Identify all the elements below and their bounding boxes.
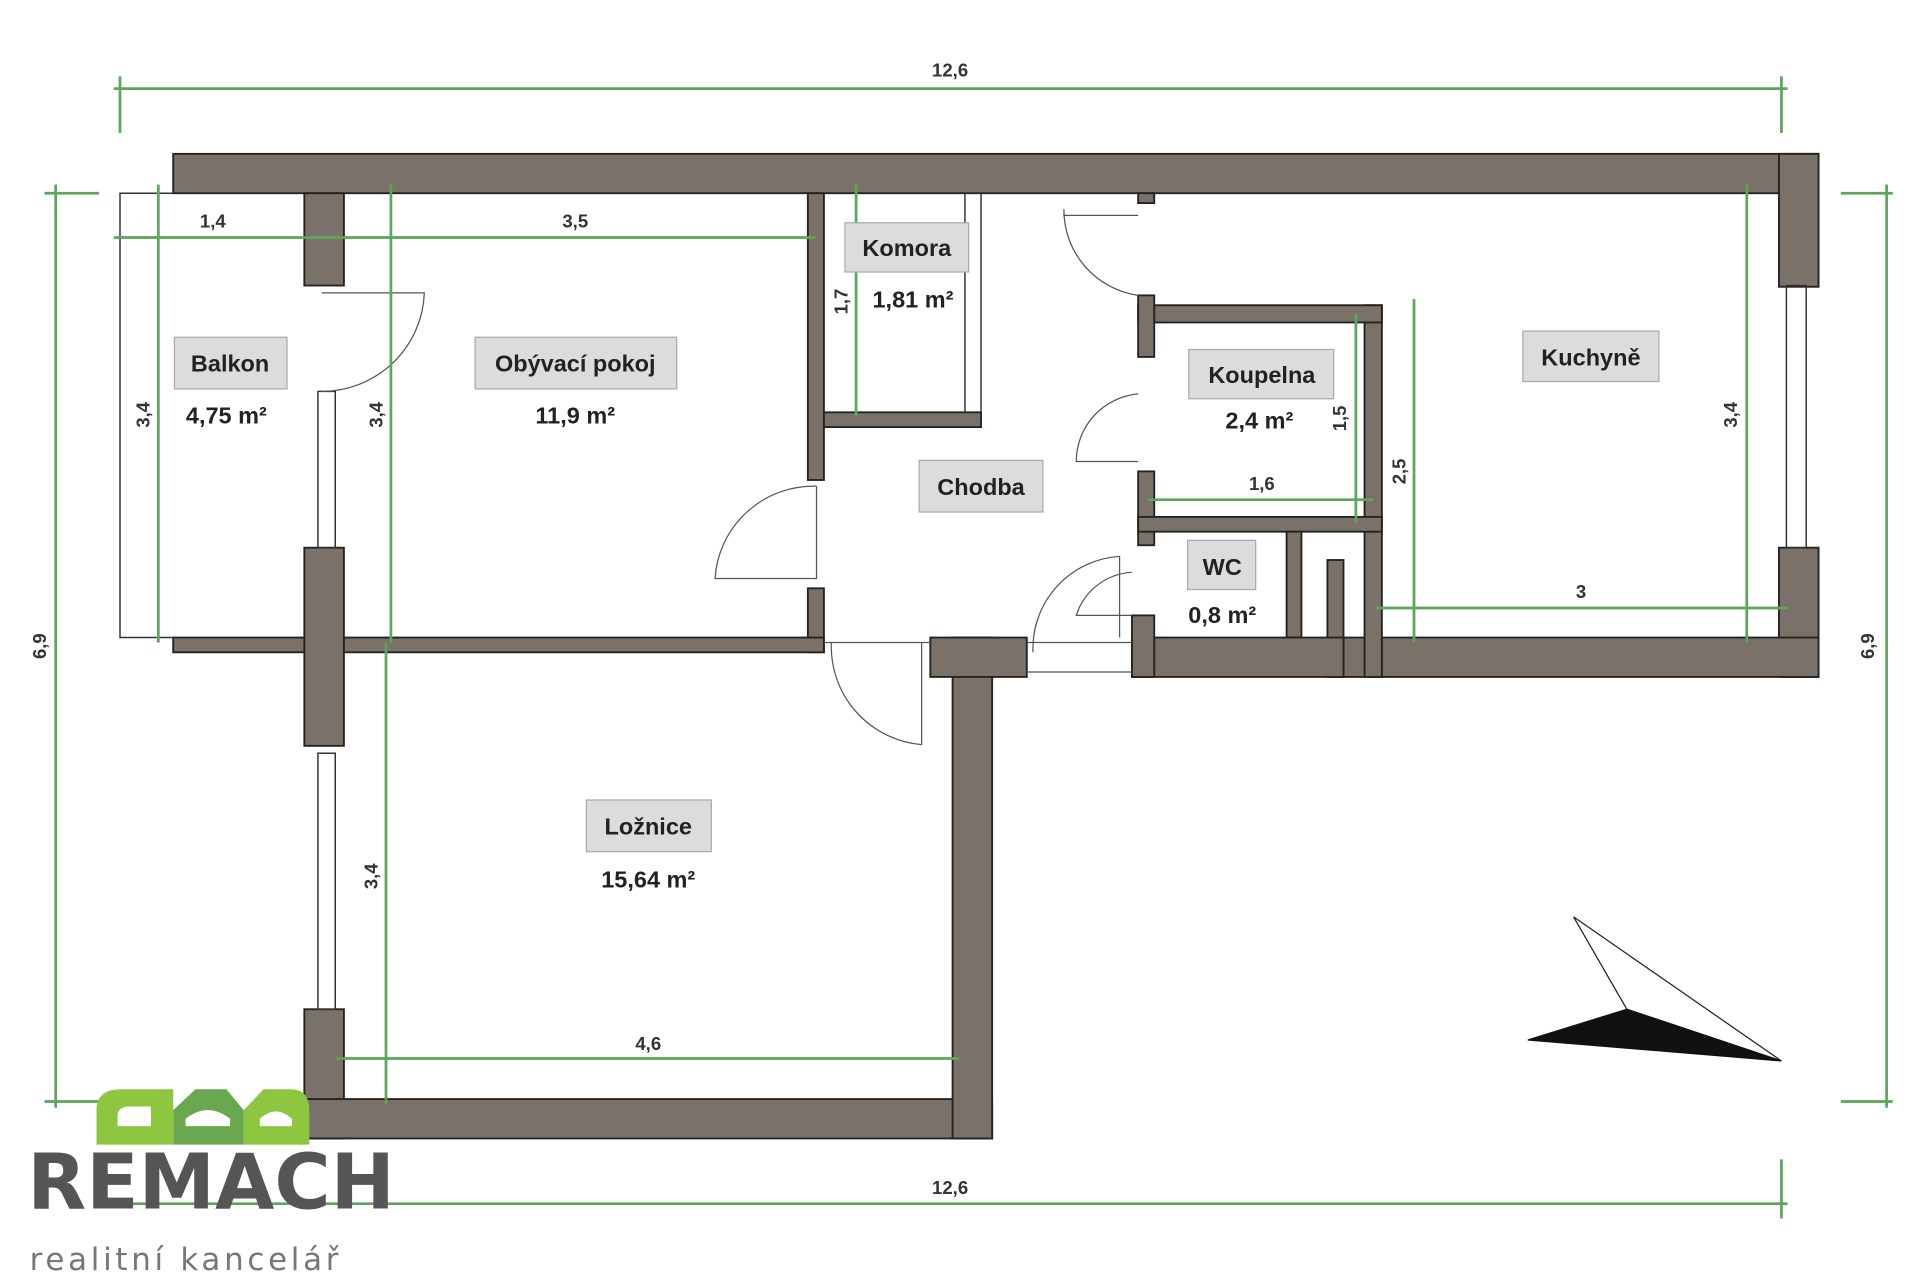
dim-bottom-total: 12,6 [932,1177,968,1198]
doors [321,209,1139,746]
room-name: Ložnice [605,814,692,840]
room-koupelna: Koupelna 2,4 m² [1188,348,1335,433]
room-name: Chodba [937,474,1025,500]
dim-top-total: 12,6 [932,59,968,80]
north-arrow-icon [1527,916,1782,1062]
dim-right-total: 6,9 [1857,633,1878,659]
dim-komora-height: 1,7 [830,289,851,315]
room-name: WC [1203,554,1242,580]
dim-balkon-width: 1,4 [200,211,226,232]
room-komora: Komora 1,81 m² [844,222,970,313]
dim-kuchyne-width: 3 [1576,581,1586,602]
room-name: Obývací pokoj [495,351,656,377]
room-obyvaci-pokoj: Obývací pokoj 11,9 m² [474,336,678,428]
dim-obyvaci-height: 3,4 [365,401,386,427]
room-chodba: Chodba [918,459,1044,513]
room-name: Kuchyně [1541,345,1640,371]
dim-loznice-height: 3,4 [360,863,381,889]
room-name: Koupelna [1208,362,1316,388]
dim-obyvaci-width: 3,5 [562,211,588,232]
walls [172,152,1820,1140]
room-name: Komora [862,235,952,261]
logo-name: REMACH [27,1139,395,1228]
room-balkon: Balkon 4,75 m² [173,336,288,428]
room-kuchyne: Kuchyně [1522,330,1660,383]
room-area: 2,4 m² [1225,407,1293,433]
dim-loznice-width: 4,6 [635,1033,661,1054]
room-area: 1,81 m² [872,287,953,313]
room-area: 11,9 m² [535,402,615,428]
room-area: 0,8 m² [1188,602,1256,628]
dim-kuchyne-inner-height: 2,5 [1388,459,1409,485]
room-name: Balkon [191,351,269,377]
dim-kuchyne-height: 3,4 [1720,401,1741,427]
dim-koupelna-width: 1,6 [1249,473,1275,494]
room-area: 4,75 m² [186,402,267,428]
dimension-lines [44,76,1893,1219]
logo-tagline: realitní kancelář [30,1242,343,1278]
remach-logo: REMACH realitní kancelář [27,1089,395,1278]
room-area: 15,64 m² [601,866,695,892]
room-wc: WC 0,8 m² [1187,539,1256,628]
room-loznice: Ložnice 15,64 m² [585,799,712,892]
dim-koupelna-height: 1,5 [1329,406,1350,432]
dim-balkon-height: 3,4 [133,401,154,427]
dim-left-total: 6,9 [29,633,50,659]
